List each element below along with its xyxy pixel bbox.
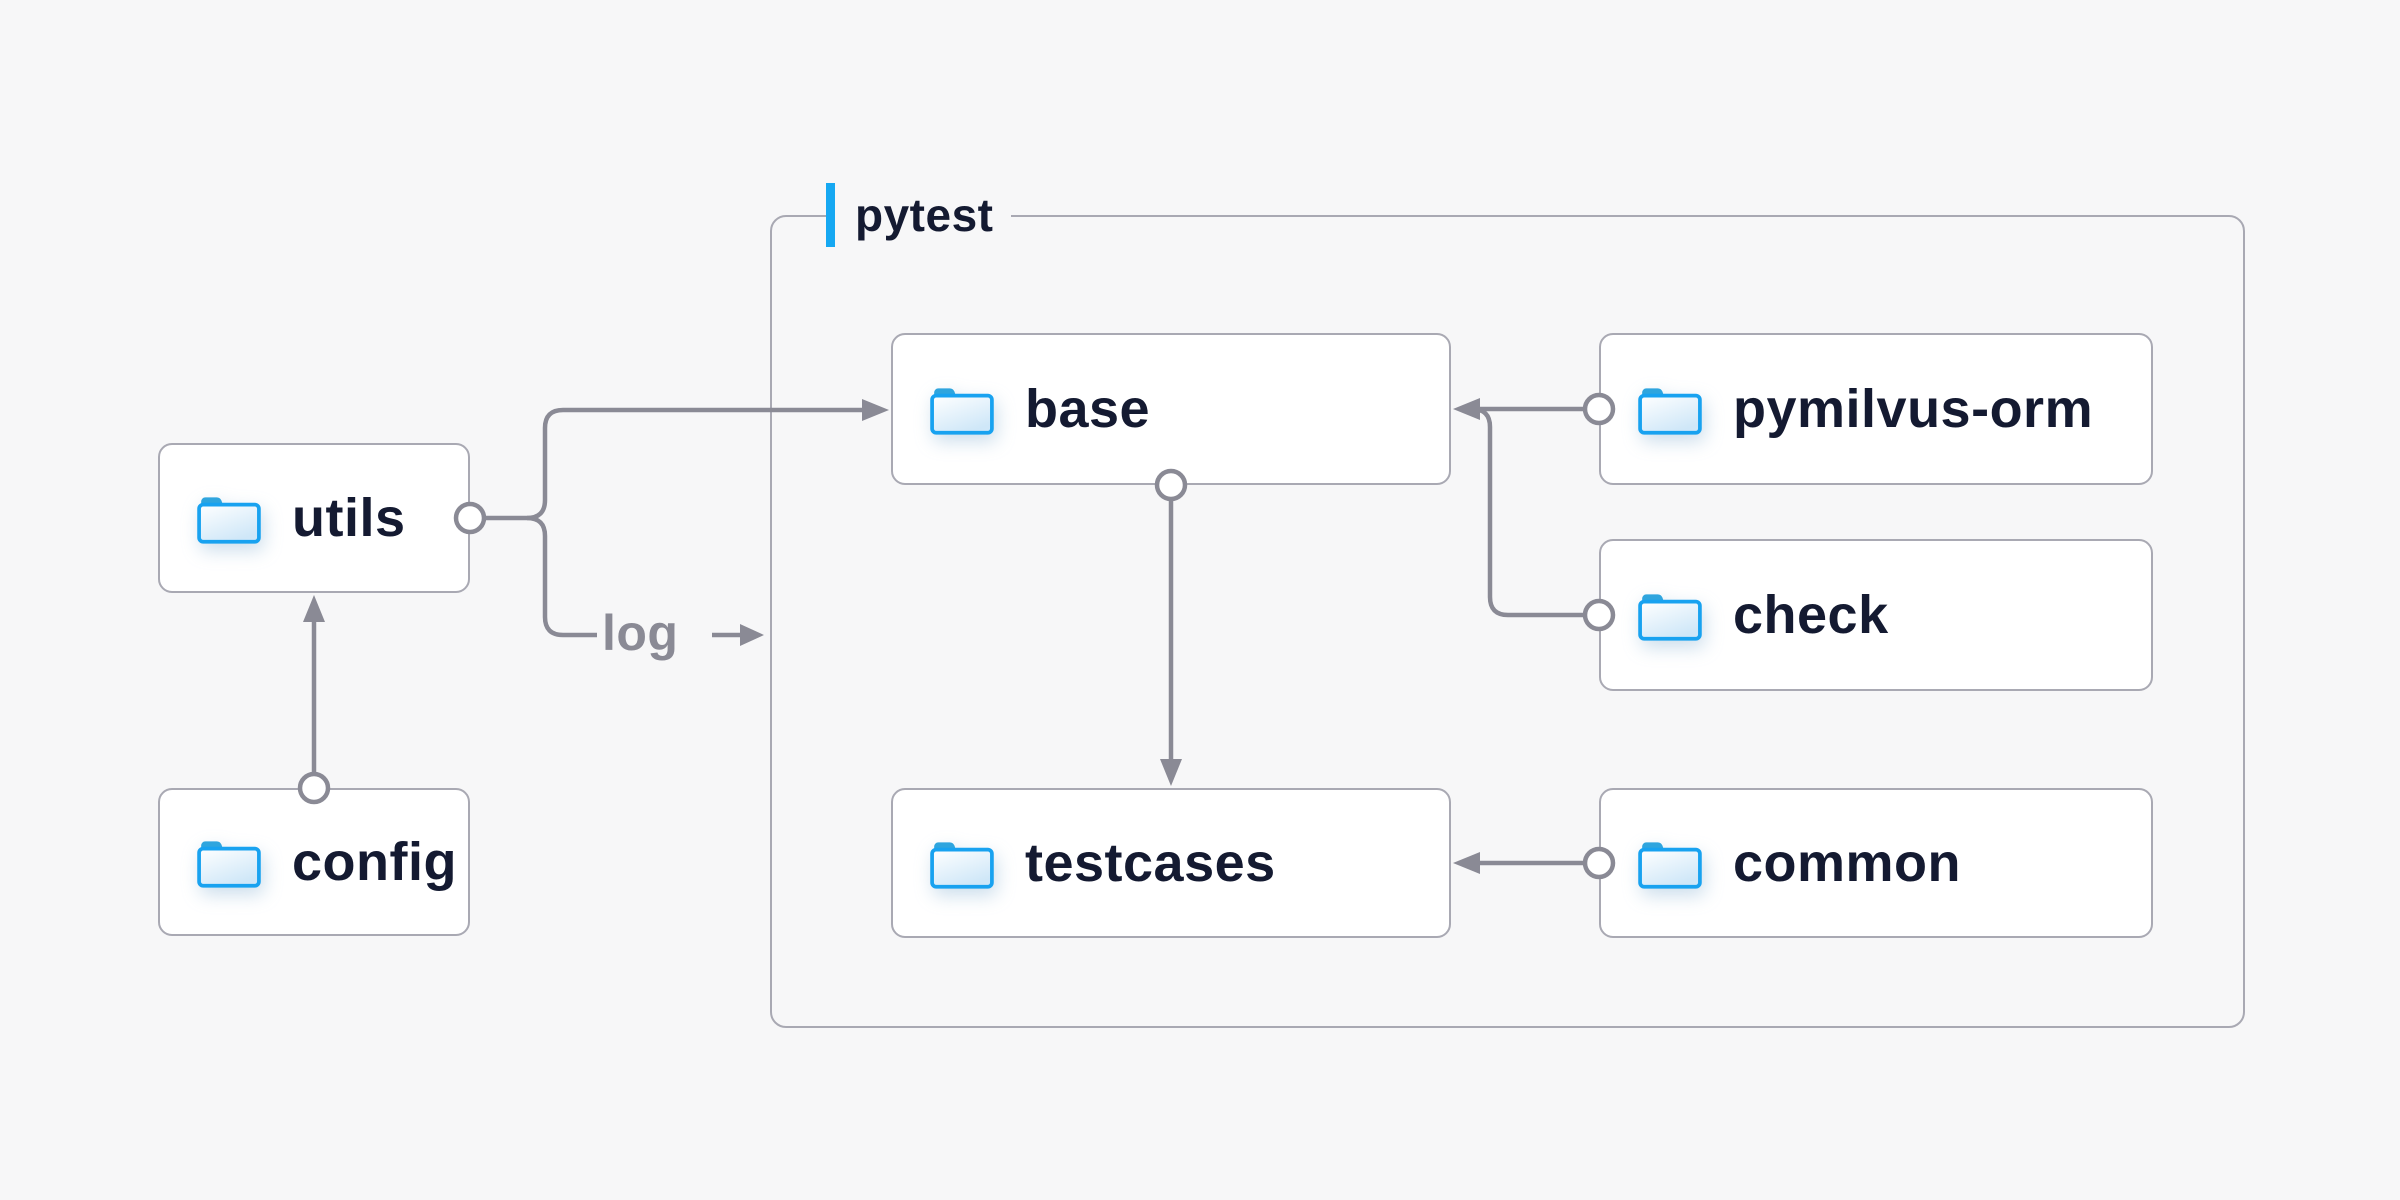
node-testcases: testcases [891, 788, 1451, 938]
folder-icon [930, 388, 994, 435]
node-base: base [891, 333, 1451, 485]
pytest-group-label: pytest [826, 183, 1012, 247]
folder-icon [930, 842, 994, 889]
accent-bar [826, 183, 835, 247]
folder-icon [1638, 388, 1702, 435]
node-pymilvus-orm: pymilvus-orm [1599, 333, 2153, 485]
pytest-group-title: pytest [855, 189, 994, 241]
node-label: check [1733, 585, 1889, 645]
folder-icon [197, 497, 261, 544]
edge-config-utils [297, 595, 331, 805]
node-common: common [1599, 788, 2153, 938]
folder-icon [1638, 842, 1702, 889]
node-label: common [1733, 833, 1962, 893]
node-label: testcases [1025, 833, 1276, 893]
node-config: config [158, 788, 470, 936]
node-utils: utils [158, 443, 470, 593]
node-label: config [292, 832, 457, 892]
node-label: pymilvus-orm [1733, 379, 2094, 439]
folder-icon [1638, 594, 1702, 641]
arrowhead-up [303, 595, 325, 622]
node-check: check [1599, 539, 2153, 691]
arrowhead-right-log [740, 624, 764, 646]
pytest-group-box [770, 215, 2245, 1028]
node-label: base [1025, 379, 1151, 439]
edge-label-log: log [602, 605, 679, 661]
node-label: utils [292, 488, 406, 548]
folder-icon [197, 841, 261, 888]
